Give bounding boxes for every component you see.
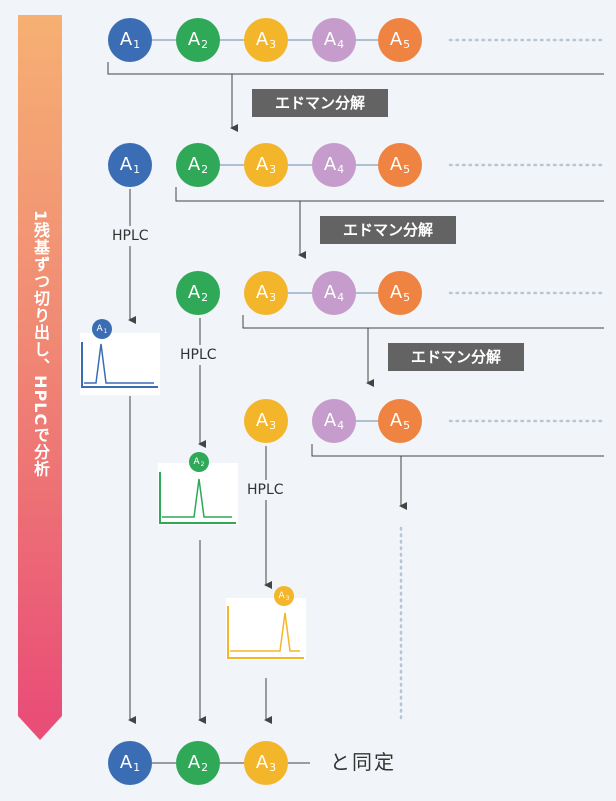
residue-a2-row2: A2 (176, 143, 220, 187)
residue-a4-row3: A4 (312, 271, 356, 315)
residue-subscript: 3 (269, 291, 277, 304)
chromatogram-a1-trace (84, 343, 154, 384)
cleave-bracket-1 (107, 62, 604, 75)
residue-letter: A (119, 154, 133, 175)
cleave-bracket-3 (242, 315, 604, 329)
residue-subscript: 5 (403, 38, 411, 51)
residue-subscript: 4 (337, 38, 345, 51)
residue-letter: A (187, 29, 201, 50)
residue-letter: A (255, 29, 269, 50)
chromatogram-a2-trace (162, 478, 232, 518)
residue-letter: A (255, 410, 269, 431)
chromatogram-a3-trace (230, 612, 300, 652)
residue-subscript: 3 (285, 595, 290, 602)
residue-subscript: 3 (269, 38, 277, 51)
residue-a3-row1: A3 (244, 18, 288, 62)
cleave-bracket-4 (311, 444, 604, 457)
residue-subscript: 5 (403, 419, 411, 432)
residue-a4-row2: A4 (312, 143, 356, 187)
edman-label-1: エドマン分解 (252, 89, 388, 117)
process-arrow: 1残基ずつ切り出し、HPLCで分析 (18, 15, 62, 740)
residue-subscript: 1 (103, 328, 108, 335)
process-arrow-bar (18, 15, 62, 716)
residue-a1-row2: A1 (108, 143, 152, 187)
hplc-label-a3: HPLC (243, 480, 288, 500)
cleave-bracket-2 (175, 187, 604, 202)
residue-letter: A (193, 457, 200, 467)
edman-label-2: エドマン分解 (320, 216, 456, 244)
residue-subscript: 1 (133, 38, 141, 51)
residue-letter: A (323, 282, 337, 303)
residue-a1-row1: A1 (108, 18, 152, 62)
chromatogram-a3 (226, 598, 306, 660)
residue-letter: A (187, 154, 201, 175)
result-residue-a1: A1 (108, 741, 152, 785)
residue-a5-row4: A5 (378, 399, 422, 443)
residue-subscript: 5 (403, 163, 411, 176)
residue-letter: A (278, 591, 285, 601)
residue-letter: A (255, 752, 269, 773)
residue-a2-row1: A2 (176, 18, 220, 62)
residue-letter: A (119, 752, 133, 773)
residue-letter: A (323, 154, 337, 175)
residue-subscript: 3 (269, 419, 277, 432)
residue-letter: A (187, 282, 201, 303)
residue-letter: A (323, 29, 337, 50)
residue-subscript: 5 (403, 291, 411, 304)
residue-letter: A (96, 324, 103, 334)
residue-letter: A (389, 29, 403, 50)
chromatogram-a2 (158, 463, 238, 525)
result-residue-a3: A3 (244, 741, 288, 785)
residue-letter: A (389, 410, 403, 431)
residue-subscript: 4 (337, 291, 345, 304)
residue-letter: A (119, 29, 133, 50)
residue-subscript: 2 (201, 291, 209, 304)
residue-subscript: 4 (337, 163, 345, 176)
residue-subscript: 2 (201, 163, 209, 176)
residue-a2-row3: A2 (176, 271, 220, 315)
residue-a4-row1: A4 (312, 18, 356, 62)
chromatogram-a3-axes (227, 606, 304, 659)
residue-subscript: 3 (269, 761, 277, 774)
process-arrow-tip (18, 716, 62, 740)
residue-letter: A (389, 154, 403, 175)
hplc-label-a1: HPLC (108, 226, 153, 246)
chromatogram-a3-badge: A3 (274, 586, 294, 606)
chromatogram-a1-badge: A1 (92, 319, 112, 339)
edman-label-3: エドマン分解 (388, 343, 524, 371)
chromatogram-a2-badge: A2 (189, 452, 209, 472)
residue-subscript: 1 (133, 761, 141, 774)
residue-subscript: 4 (337, 419, 345, 432)
residue-subscript: 2 (201, 761, 209, 774)
chromatogram-a1 (80, 333, 160, 395)
result-residue-a2: A2 (176, 741, 220, 785)
residue-a3-row2: A3 (244, 143, 288, 187)
result-label: と同定 (330, 750, 396, 774)
residue-a5-row2: A5 (378, 143, 422, 187)
residue-a5-row1: A5 (378, 18, 422, 62)
residue-subscript: 3 (269, 163, 277, 176)
residue-subscript: 2 (200, 461, 205, 468)
residue-a3-row3: A3 (244, 271, 288, 315)
residue-subscript: 1 (133, 163, 141, 176)
residue-a3-row4: A3 (244, 399, 288, 443)
residue-letter: A (187, 752, 201, 773)
residue-letter: A (255, 282, 269, 303)
residue-subscript: 2 (201, 38, 209, 51)
chromatogram-a2-axes (159, 472, 236, 524)
residue-letter: A (323, 410, 337, 431)
chromatogram-a1-axes (81, 342, 158, 388)
process-arrow-label: 1残基ずつ切り出し、HPLCで分析 (31, 210, 50, 478)
hplc-label-a2: HPLC (176, 345, 221, 365)
residue-letter: A (389, 282, 403, 303)
residue-a5-row3: A5 (378, 271, 422, 315)
residue-a4-row4: A4 (312, 399, 356, 443)
residue-letter: A (255, 154, 269, 175)
